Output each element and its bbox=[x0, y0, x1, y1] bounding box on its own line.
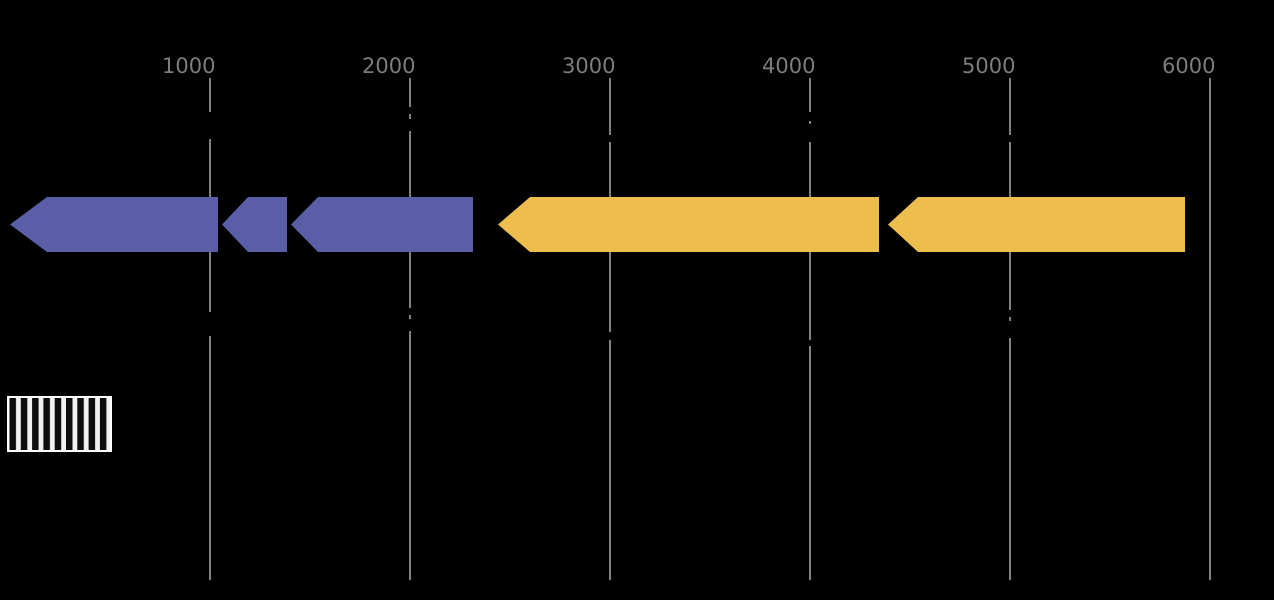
gene-arrow-feature-3 bbox=[291, 197, 473, 252]
tick-label-2000: 2000 bbox=[362, 54, 415, 78]
gene-arrow-feature-2 bbox=[222, 197, 287, 252]
tick-label-3000: 3000 bbox=[562, 54, 615, 78]
axis-gridlines bbox=[209, 78, 1211, 580]
gene-arrow-feature-4 bbox=[498, 197, 879, 252]
legend-hatch-patch bbox=[9, 398, 110, 450]
gene-arrow-feature-5 bbox=[888, 197, 1185, 252]
axis-tick-labels: 1000 2000 3000 4000 5000 6000 bbox=[162, 54, 1215, 78]
tick-label-1000: 1000 bbox=[162, 54, 215, 78]
gene-arrow-feature-1 bbox=[10, 197, 218, 252]
legend-patch-border bbox=[7, 396, 112, 452]
feature-arrows bbox=[10, 197, 1185, 252]
tick-label-6000: 6000 bbox=[1162, 54, 1215, 78]
tick-label-5000: 5000 bbox=[962, 54, 1015, 78]
tick-label-4000: 4000 bbox=[762, 54, 815, 78]
legend-patch-group bbox=[7, 396, 112, 452]
